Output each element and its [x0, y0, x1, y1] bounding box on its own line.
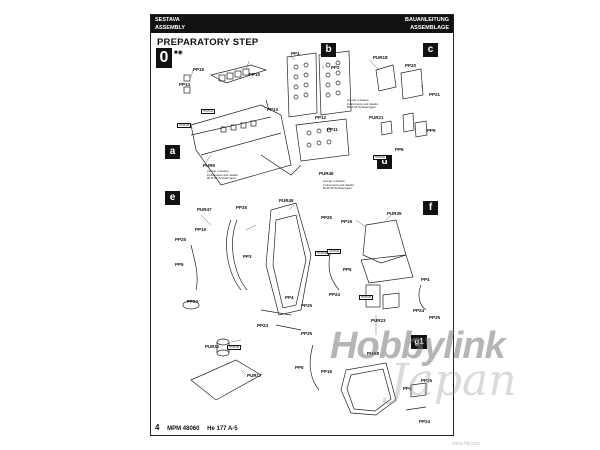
instruction-sheet: SESTAVA ASSEMBLY BAUANLEITUNG ASSEMBLAGE… [150, 14, 454, 436]
part-label: PP5 [343, 267, 352, 272]
paint-note: pokrok u dotadu instruments and details … [347, 98, 378, 110]
part-label: PUR21 [369, 115, 384, 120]
part-label: PUR35 [387, 211, 402, 216]
part-label: PP25 [175, 237, 187, 242]
part-label: PP19 [321, 369, 333, 374]
section-c-marker: c [423, 43, 438, 57]
part-label: PP25 [301, 331, 313, 336]
part-label: PP5 [175, 262, 184, 267]
assembly-drawing [182, 50, 428, 416]
part-label: PP10 [249, 72, 261, 77]
part-label: PUR47 [197, 207, 212, 212]
part-label: PP1 [291, 51, 300, 56]
part-label: PP24 [413, 308, 425, 313]
part-label: PP15 [193, 67, 205, 72]
part-label: PP25 [429, 315, 441, 320]
part-label: PP25 [321, 215, 333, 220]
header-right: BAUANLEITUNG [405, 17, 449, 23]
part-label: PP4 [403, 386, 412, 391]
part-label: PP21 [429, 92, 441, 97]
kit-code: MPM 48060 [167, 426, 200, 432]
part-label: PP2 [331, 65, 340, 70]
header-brand: SESTAVA [155, 17, 180, 23]
part-label: PP19 [195, 227, 207, 232]
part-label: PP11 [327, 127, 338, 132]
header-right-sub: ASSEMBLAGE [410, 25, 449, 31]
step-number: 0 [156, 48, 172, 68]
part-label: PP14 [179, 82, 191, 87]
section-f-marker: f [423, 201, 438, 215]
part-label: PP25 [301, 303, 313, 308]
part-label: PP12 [315, 115, 327, 120]
part-label: PUR8 [367, 351, 380, 356]
color-tag: H70/C46 [359, 295, 373, 300]
color-tag: H70/C46 [327, 249, 341, 254]
paint-note: pokrok u dotadu instruments and details … [323, 179, 354, 191]
header-brand-sub: ASSEMBLY [155, 25, 186, 31]
part-label: PP8 [395, 147, 404, 152]
part-label: PP24 [419, 419, 431, 424]
page-title: PREPARATORY STEP [157, 37, 259, 48]
section-g1-marker: g1 [411, 335, 427, 349]
section-a-marker: a [165, 145, 180, 159]
part-label: PUR23 [371, 318, 386, 323]
part-label: PUR18 [373, 55, 388, 60]
watermark-brand: Hobbylink [330, 325, 506, 367]
color-tag: H70/C46 [201, 109, 215, 114]
part-label: PP4 [421, 277, 430, 282]
page-footer: 4 MPM 48060 He 177 A-5 [155, 423, 238, 432]
page-number: 4 [155, 423, 160, 432]
part-label: PP5 [295, 365, 304, 370]
part-label: PP20 [405, 63, 417, 68]
part-label: PUR45 [279, 198, 294, 203]
color-tag: H70/C46 [227, 345, 241, 350]
part-label: PP24 [329, 292, 341, 297]
glue-icon: ■◉ [174, 50, 183, 56]
section-b-marker: b [321, 43, 336, 57]
model-name: He 177 A-5 [207, 426, 238, 432]
color-tag: H70/C46 [373, 155, 387, 160]
part-label: PP13 [267, 107, 279, 112]
section-e-marker: e [165, 191, 180, 205]
color-tag: H70/C46 [177, 123, 191, 128]
part-label: PP19 [341, 219, 353, 224]
part-label: PUR17 [247, 373, 262, 378]
part-label: PUR11 [205, 344, 220, 349]
part-label: PP24 [257, 323, 269, 328]
part-label: PUR9 [203, 163, 216, 168]
part-label: PP25 [236, 205, 248, 210]
part-label: PP25 [421, 378, 433, 383]
watermark-url: www.hlj.com [452, 441, 480, 447]
watermark-script: Japan [390, 355, 517, 406]
part-label: PP9 [427, 128, 436, 133]
header-bar: SESTAVA ASSEMBLY BAUANLEITUNG ASSEMBLAGE [151, 15, 453, 33]
part-label: PP4 [285, 295, 294, 300]
part-label: PP3 [243, 254, 252, 259]
paint-note: pokrok u dotadu instruments and details … [207, 169, 238, 181]
part-label: PP24 [187, 299, 199, 304]
part-label: PUR46 [319, 171, 334, 176]
